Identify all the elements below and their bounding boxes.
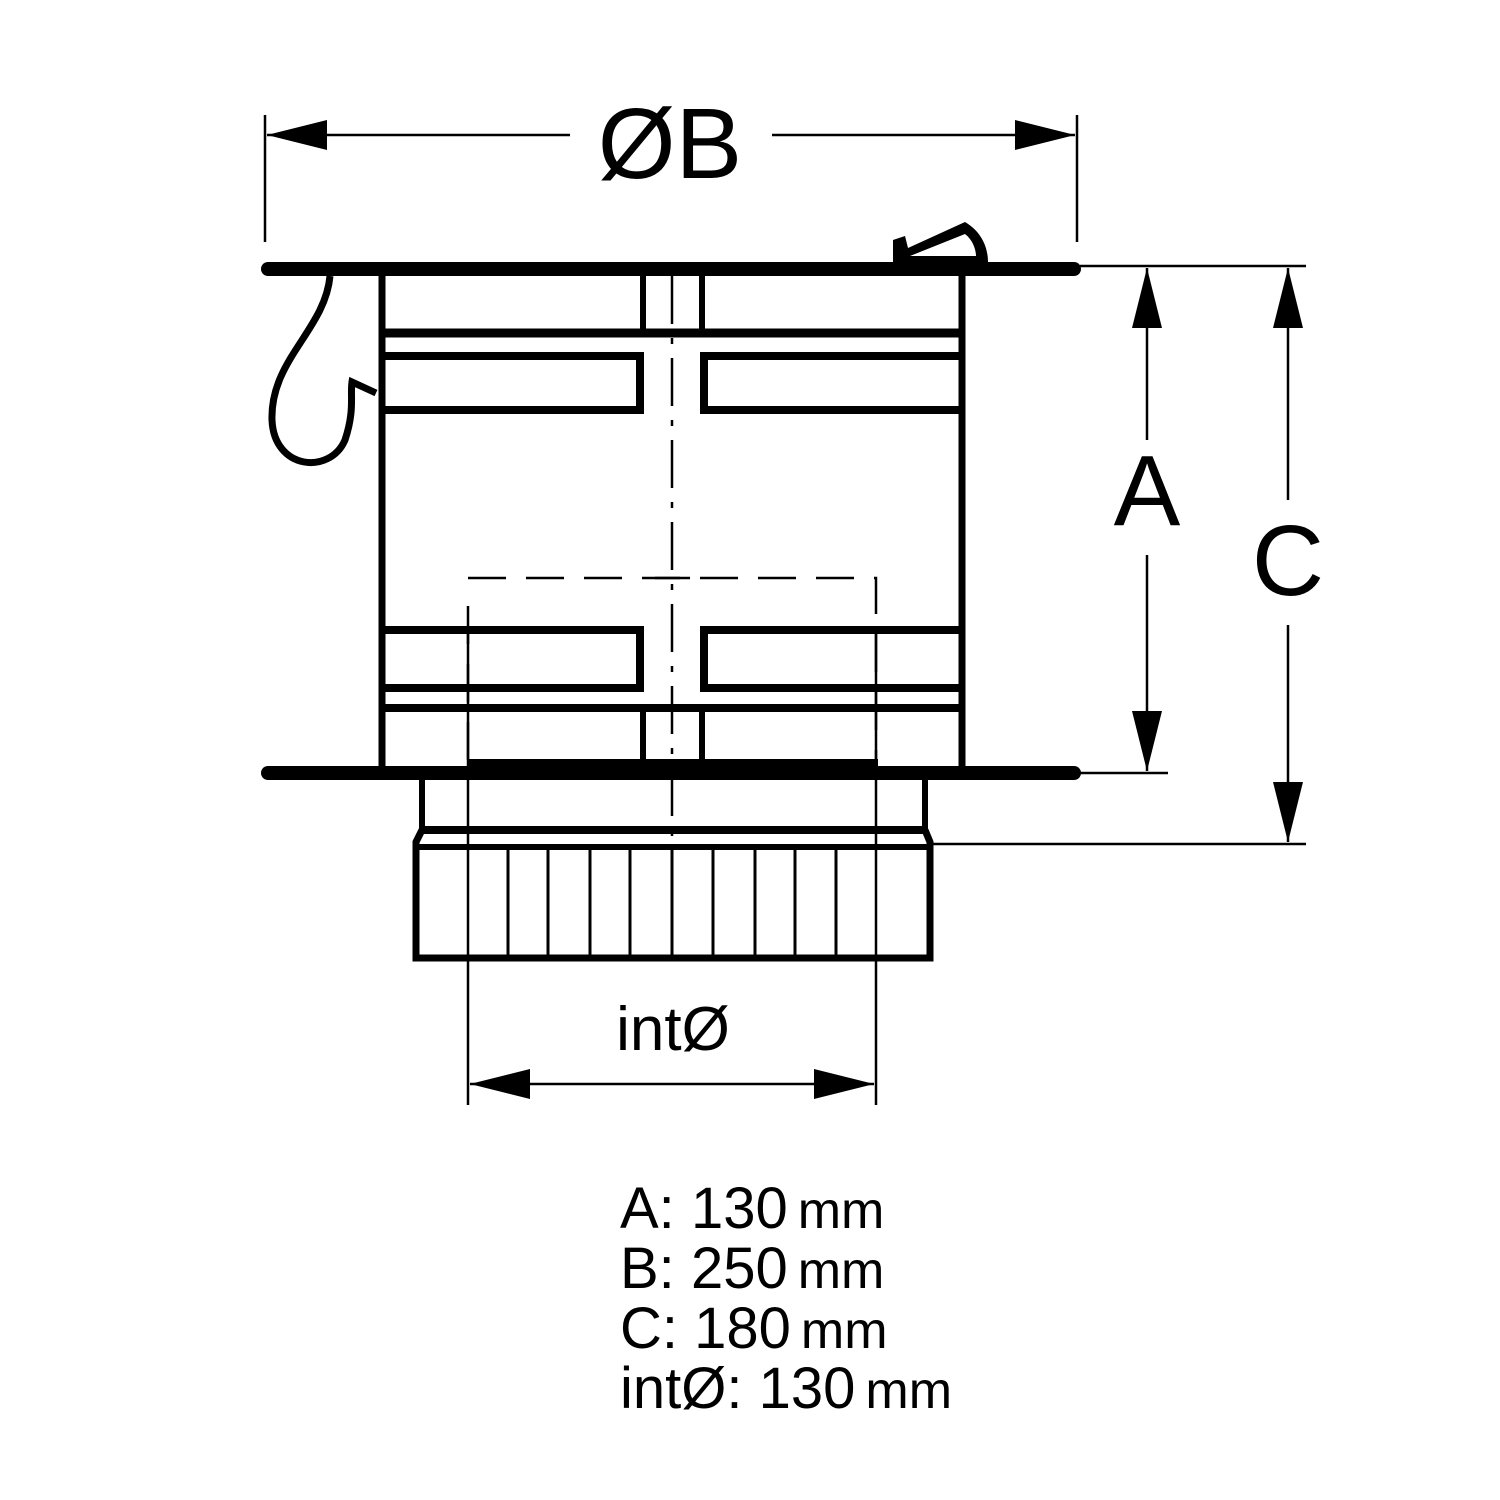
dimension-int (466, 958, 878, 1105)
dimension-a-label: A (1114, 435, 1181, 547)
dimension-b (263, 115, 1079, 242)
dimension-c-label: C (1252, 505, 1324, 617)
dimension-c (930, 264, 1306, 846)
hook-icon (268, 275, 378, 466)
chimney-cap-body (261, 262, 1081, 962)
dimension-int-label: intØ (616, 995, 730, 1064)
latch-icon (893, 222, 988, 262)
dimension-b-label: ØB (598, 88, 742, 200)
dimension-a (1080, 264, 1168, 775)
